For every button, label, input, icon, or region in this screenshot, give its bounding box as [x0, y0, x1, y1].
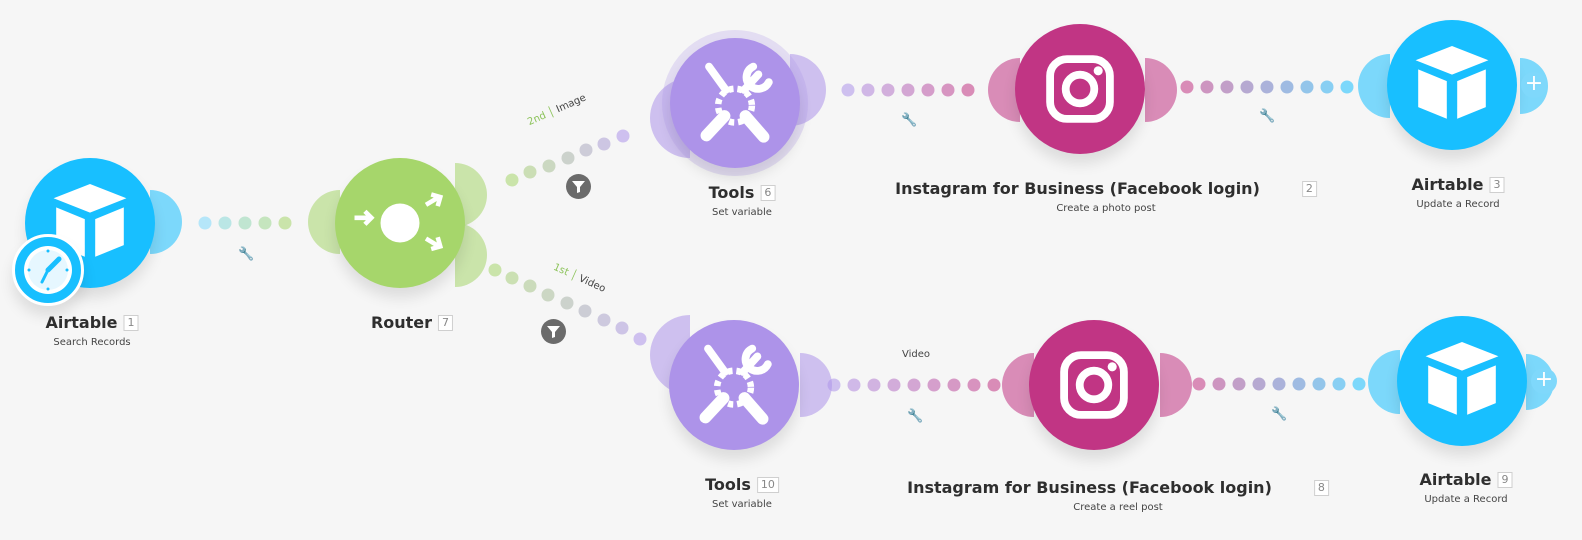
module-name: Router	[370, 313, 433, 332]
wrench-icon[interactable]: 🔧	[238, 246, 255, 261]
module-name: Tools	[705, 475, 751, 494]
add-module-button[interactable]: +	[1531, 368, 1557, 394]
module-name: Airtable	[1419, 470, 1492, 489]
filter-icon[interactable]	[541, 319, 566, 344]
module-id-badge: 2	[1301, 181, 1317, 197]
module-name: Airtable	[45, 313, 118, 332]
tools-module-6[interactable]	[670, 38, 800, 168]
instagram-photo-module[interactable]	[1015, 24, 1145, 154]
module-name: Instagram for Business (Facebook login)	[907, 478, 1272, 497]
router-icon	[335, 158, 465, 288]
module-action: Create a reel post	[1073, 502, 1163, 513]
module-label-tools-10[interactable]: Tools 10 Set variable	[705, 475, 779, 510]
router-module[interactable]	[335, 158, 465, 288]
wrench-icon[interactable]: 🔧	[907, 408, 924, 423]
module-label-instagram-photo[interactable]: Instagram for Business (Facebook login) 2…	[895, 179, 1317, 214]
airtable-update-module-3[interactable]	[1387, 20, 1517, 150]
module-label-airtable-3[interactable]: Airtable 3 Update a Record	[1412, 175, 1505, 210]
module-label-airtable-9[interactable]: Airtable 9 Update a Record	[1420, 470, 1513, 505]
tools-module-10[interactable]	[669, 320, 799, 450]
module-id-badge: 1	[123, 315, 139, 331]
module-label-router[interactable]: Router 7	[370, 313, 454, 333]
airtable-icon	[1397, 316, 1527, 446]
module-id-badge: 3	[1489, 177, 1505, 193]
wrench-icon[interactable]: 🔧	[901, 112, 918, 127]
tools-icon	[670, 38, 800, 168]
instagram-icon	[1015, 24, 1145, 154]
airtable-update-module-9[interactable]	[1397, 316, 1527, 446]
filter-icon[interactable]	[566, 174, 591, 199]
module-action: Update a Record	[1424, 494, 1508, 505]
module-name: Instagram for Business (Facebook login)	[895, 179, 1260, 198]
connection-label[interactable]: Video	[902, 349, 931, 360]
module-action: Set variable	[712, 207, 772, 218]
airtable-icon	[1387, 20, 1517, 150]
module-action: Create a photo post	[1056, 203, 1156, 214]
module-id-badge: 8	[1313, 480, 1329, 496]
module-name: Tools	[708, 183, 755, 202]
add-module-button[interactable]: +	[1521, 72, 1547, 98]
tools-icon	[669, 320, 799, 450]
wrench-icon[interactable]: 🔧	[1259, 108, 1276, 123]
module-id-badge: 10	[756, 477, 779, 493]
clock-icon[interactable]	[12, 234, 84, 306]
wrench-icon[interactable]: 🔧	[1271, 406, 1288, 421]
module-id-badge: 7	[438, 315, 454, 331]
module-action: Search Records	[53, 337, 131, 348]
module-id-badge: 9	[1497, 472, 1513, 488]
module-id-badge: 6	[760, 185, 776, 201]
instagram-reel-module[interactable]	[1029, 320, 1159, 450]
module-label-tools-6[interactable]: Tools 6 Set variable	[709, 183, 776, 218]
module-label-instagram-reel[interactable]: Instagram for Business (Facebook login) 8…	[907, 478, 1329, 513]
module-action: Set variable	[712, 499, 772, 510]
module-action: Update a Record	[1416, 199, 1500, 210]
module-name: Airtable	[1411, 175, 1484, 194]
instagram-icon	[1029, 320, 1159, 450]
airtable-search-module[interactable]	[25, 158, 155, 288]
module-label-airtable-search[interactable]: Airtable 1 Search Records	[46, 313, 139, 348]
